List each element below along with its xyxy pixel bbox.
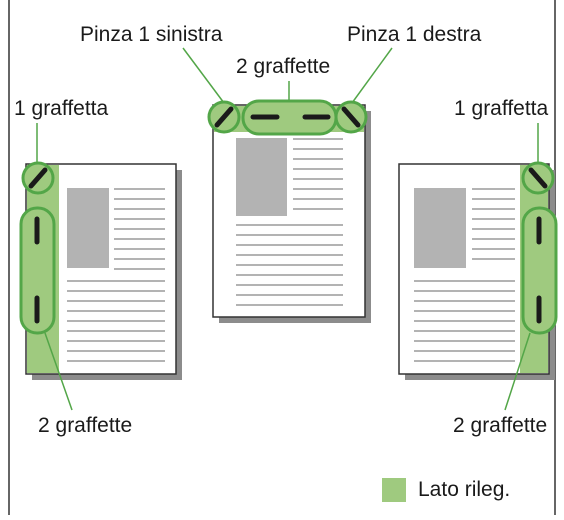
- label-right-two-staples: 2 graffette: [453, 414, 547, 437]
- label-left-corner-staple: Pinza 1 sinistra: [80, 23, 223, 46]
- legend: Lato rileg.: [382, 478, 510, 502]
- legend-label: Lato rileg.: [418, 478, 511, 501]
- left-page-image: [67, 188, 109, 268]
- left-page-text-lines: [67, 188, 165, 362]
- right-double-staple-marker: [521, 206, 558, 335]
- right-single-staple-icon: [528, 167, 548, 189]
- middle-page-image: [236, 138, 287, 216]
- label-right-corner-staple: Pinza 1 destra: [347, 23, 482, 46]
- left-double-staple-marker: [19, 206, 56, 335]
- left-page: [19, 123, 182, 411]
- left-single-staple-icon: [28, 167, 48, 189]
- left-corner-staple-leader: [182, 47, 225, 104]
- right-corner-staple-leader: [351, 47, 393, 104]
- middle-left-corner-staple-icon: [214, 106, 234, 128]
- middle-page: [182, 47, 393, 323]
- label-top-two-staples: 2 graffette: [236, 55, 330, 78]
- legend-swatch: [382, 478, 406, 502]
- right-page-text-lines: [414, 188, 515, 362]
- label-left-two-staples: 2 graffette: [38, 414, 132, 437]
- label-right-one-staple: 1 graffetta: [454, 97, 549, 120]
- left-two-staples-leader: [44, 332, 73, 411]
- label-left-one-staple: 1 graffetta: [14, 97, 109, 120]
- right-two-staples-leader: [504, 332, 531, 411]
- right-page-image: [414, 188, 466, 268]
- middle-right-corner-staple-icon: [341, 106, 361, 128]
- right-page: [398, 123, 558, 411]
- middle-page-text-lines: [236, 138, 343, 306]
